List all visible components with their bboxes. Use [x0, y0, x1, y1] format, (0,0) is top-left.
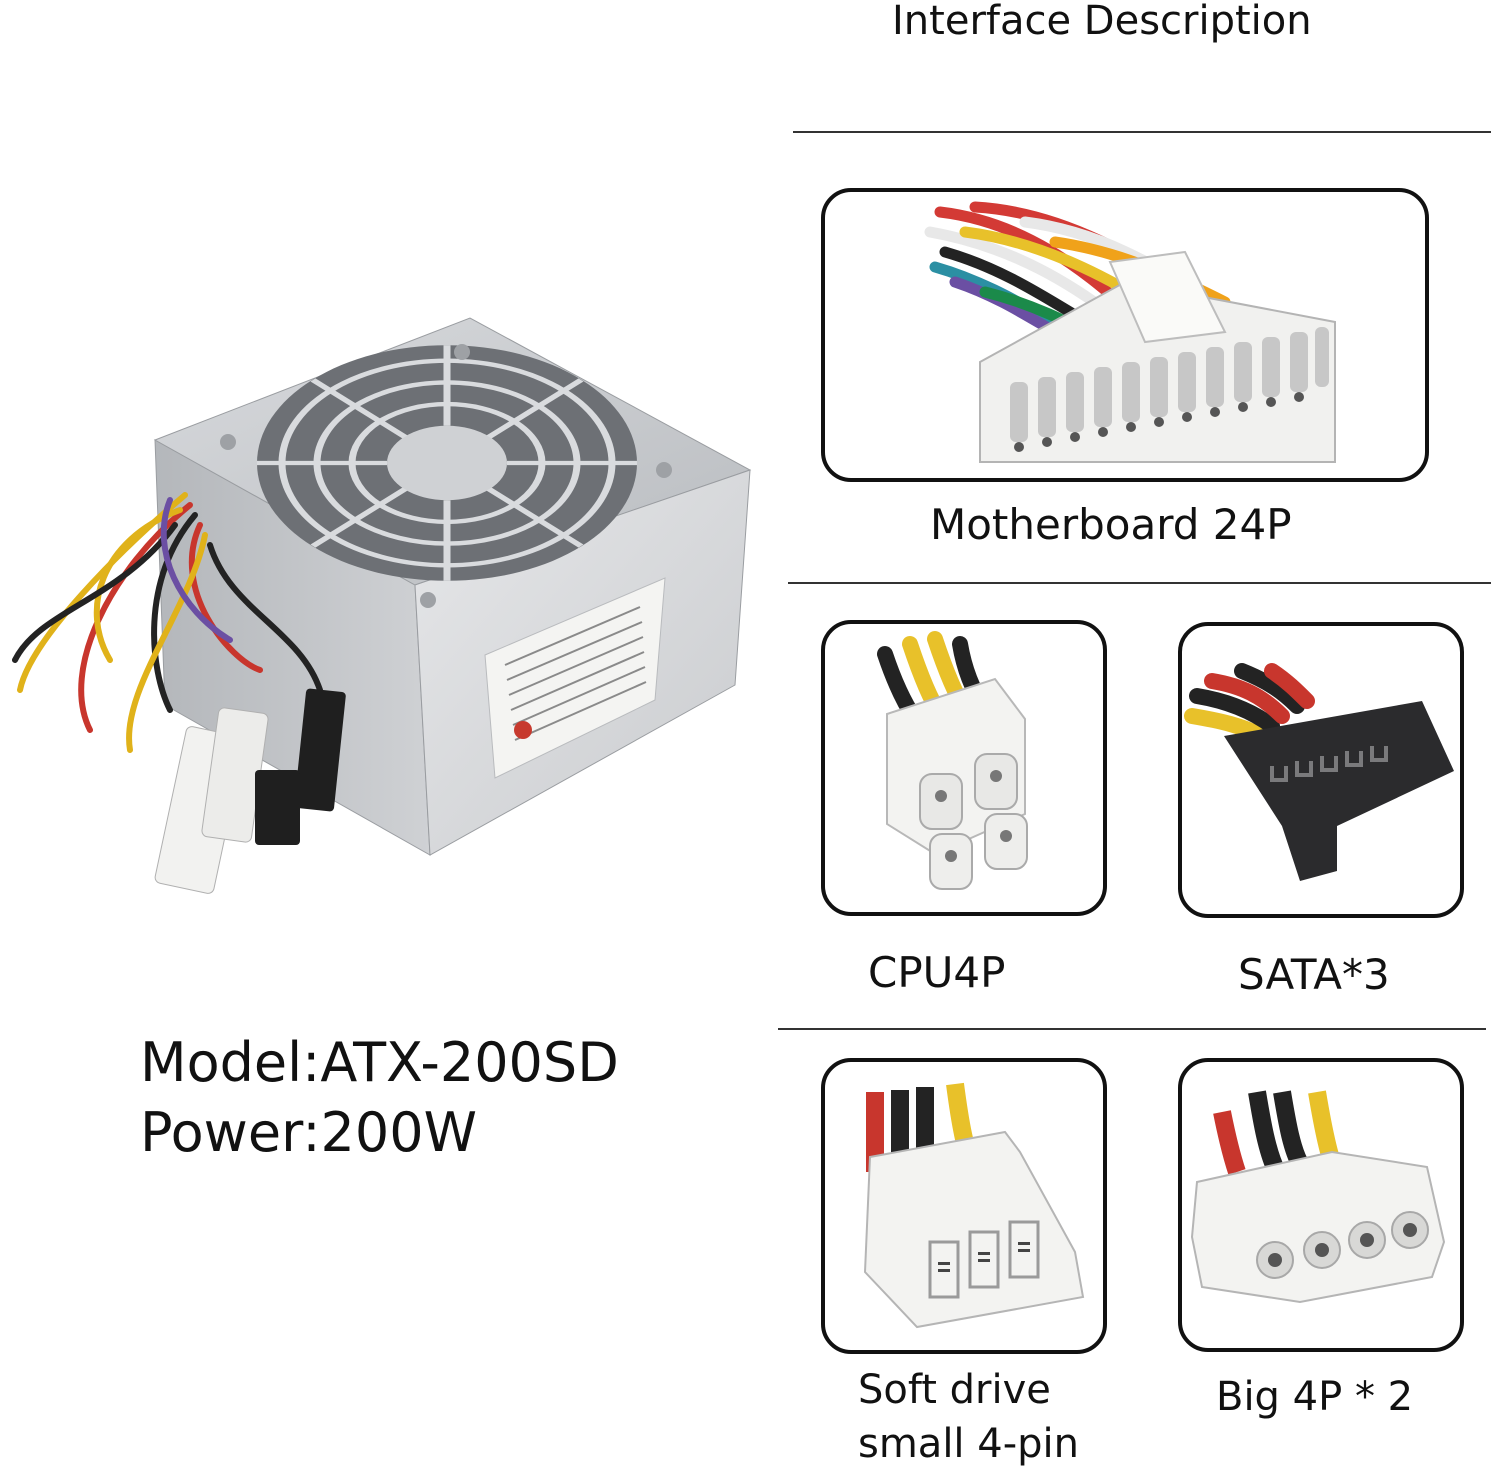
- floppy-4pin-label-line1: Soft drive: [858, 1367, 1051, 1413]
- divider-top: [793, 131, 1491, 133]
- molex-4p-connector-image: [1178, 1058, 1464, 1352]
- divider-middle: [788, 582, 1491, 584]
- floppy-4pin-label-line2: small 4-pin: [858, 1421, 1079, 1467]
- interface-description-heading: Interface Description: [892, 0, 1312, 44]
- floppy-4pin-label: Soft drive small 4-pin: [858, 1363, 1079, 1471]
- motherboard-24p-connector-image: [821, 188, 1429, 482]
- model-line: Model:ATX-200SD: [140, 1031, 619, 1094]
- floppy-4pin-connector-image: [821, 1058, 1107, 1354]
- sata-label: SATA*3: [1238, 950, 1390, 999]
- power-line: Power:200W: [140, 1101, 477, 1164]
- cpu-4p-connector-image: [821, 620, 1107, 916]
- motherboard-24p-label: Motherboard 24P: [930, 500, 1292, 549]
- molex-4p-label: Big 4P * 2: [1216, 1374, 1414, 1420]
- cpu-4p-label: CPU4P: [868, 948, 1006, 997]
- product-spec-text: Model:ATX-200SD Power:200W: [140, 1028, 619, 1168]
- sata-connector-image: [1178, 622, 1464, 918]
- divider-lower: [778, 1028, 1486, 1030]
- power-supply-image: [0, 310, 770, 920]
